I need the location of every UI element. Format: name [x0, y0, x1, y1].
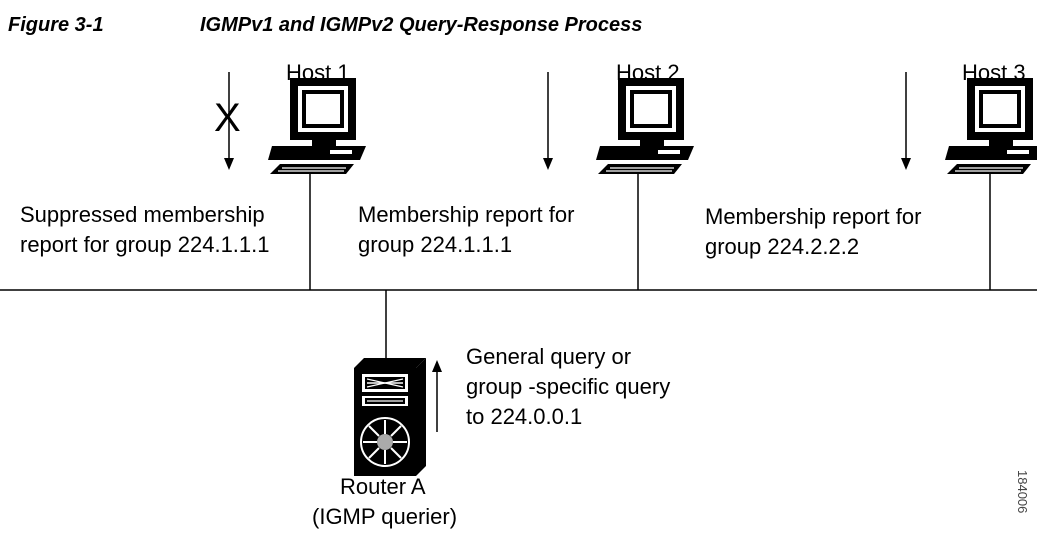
- host3-report-arrow: [901, 72, 911, 170]
- router-icon: [354, 358, 426, 476]
- figure-number: Figure 3-1: [8, 14, 104, 36]
- host2-icon: [595, 77, 695, 175]
- host1-icon: [267, 77, 367, 175]
- suppressed-mark: X: [214, 96, 241, 140]
- router-role: (IGMP querier): [312, 504, 458, 529]
- router-name: Router A: [340, 474, 426, 499]
- figure-title: IGMPv1 and IGMPv2 Query-Response Process: [200, 14, 643, 36]
- host3-label: Host 3: [962, 60, 1026, 85]
- host1-report-arrow: [224, 72, 234, 170]
- host3-report-text: Membership report for group 224.2.2.2: [705, 204, 922, 259]
- host1-label: Host 1: [286, 60, 350, 85]
- query-arrow: [432, 360, 442, 432]
- host2-label: Host 2: [616, 60, 680, 85]
- host2-report-arrow: [543, 72, 553, 170]
- host2-report-text: Membership report for group 224.1.1.1: [358, 202, 575, 257]
- figure-id: 184006: [1012, 470, 1036, 530]
- host1-report-text: Suppressed membership report for group 2…: [20, 202, 270, 257]
- figure-id-text: 184006: [1015, 470, 1030, 514]
- router-query-text: General query or group -specific query t…: [466, 344, 671, 429]
- host3-icon: [944, 77, 1037, 175]
